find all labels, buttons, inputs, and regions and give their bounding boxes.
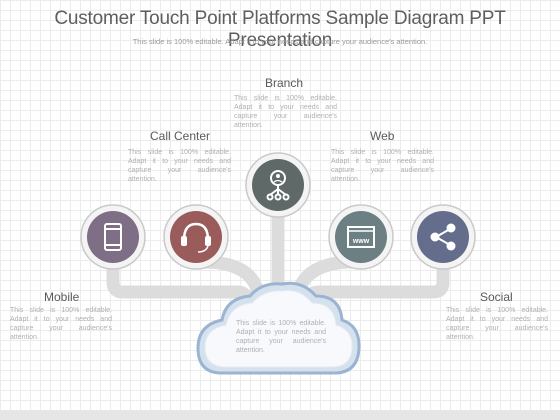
desc-social: This slide is 100% editable. Adapt it to… (446, 307, 548, 341)
label-mobile: Mobile (44, 290, 80, 304)
desc-branch: This slide is 100% editable. Adapt it to… (234, 95, 337, 129)
label-call-center: Call Center (150, 129, 211, 143)
node-mobile (80, 204, 146, 270)
page-subtitle: This slide is 100% editable. Adapt it to… (132, 37, 428, 46)
node-social (410, 204, 476, 270)
label-social: Social (480, 290, 513, 304)
browser-www-icon: www (347, 226, 375, 248)
bottom-bar (0, 410, 560, 420)
desc-mobile: This slide is 100% editable. Adapt it to… (10, 307, 112, 341)
label-branch: Branch (265, 76, 304, 90)
headset-icon (181, 222, 211, 253)
cloud-shape (196, 281, 361, 375)
node-call-center (163, 204, 229, 270)
share-icon (430, 223, 456, 251)
svg-text:www: www (352, 238, 370, 245)
cloud-text: This slide is 100% editable. Adapt it to… (236, 320, 326, 354)
network-user-icon (266, 170, 290, 201)
label-web: Web (370, 129, 395, 143)
mobile-phone-icon (104, 223, 122, 251)
node-web (328, 204, 394, 270)
desc-web: This slide is 100% editable. Adapt it to… (331, 149, 434, 183)
page-title: Customer Touch Point Platforms Sample Di… (54, 8, 506, 51)
desc-call-center: This slide is 100% editable. Adapt it to… (128, 149, 231, 183)
